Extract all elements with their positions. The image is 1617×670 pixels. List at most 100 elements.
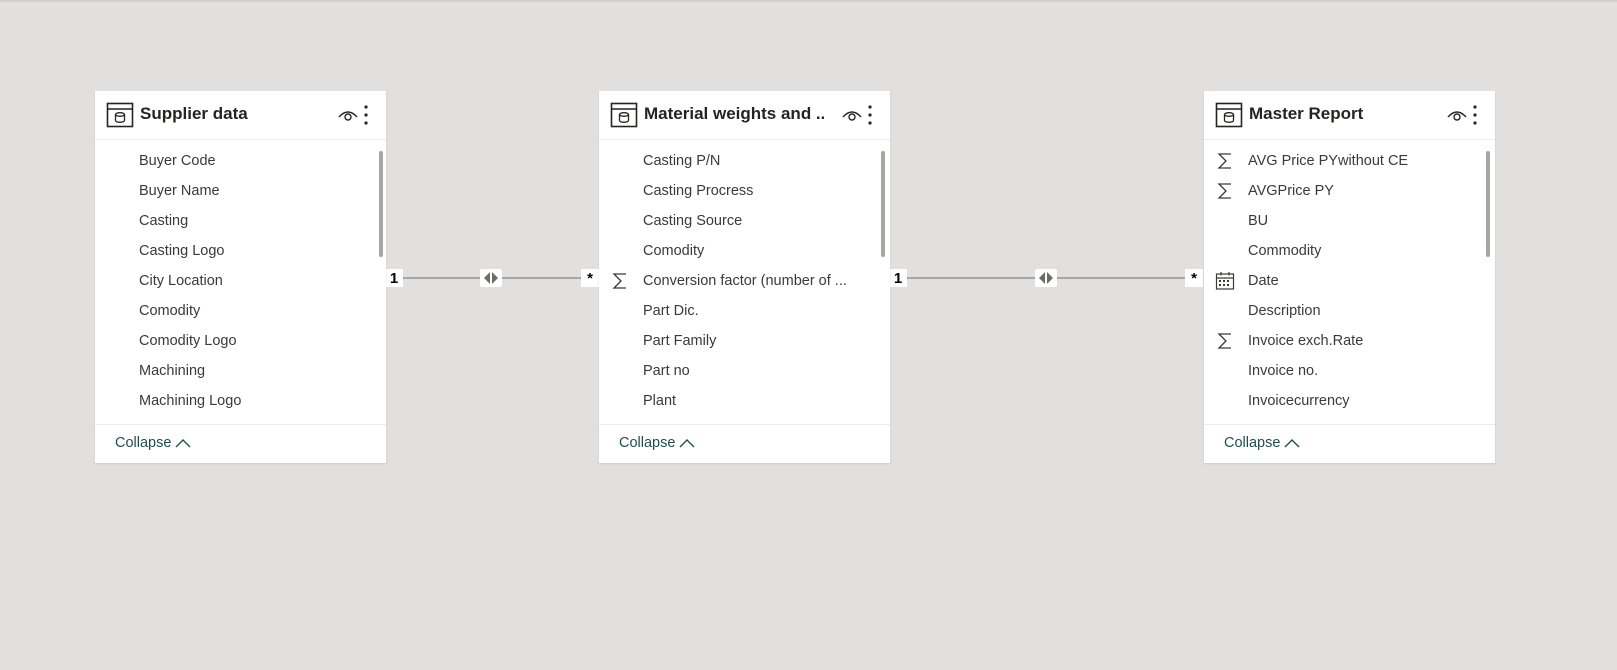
field-row[interactable]: Invoice exch.Rate (1204, 326, 1495, 356)
field-row[interactable]: Invoice no. (1204, 356, 1495, 386)
more-options-icon[interactable] (1470, 104, 1480, 126)
field-row[interactable]: Part no (599, 356, 890, 386)
chevron-up-icon (175, 439, 191, 448)
field-label: Casting (139, 213, 189, 229)
field-row[interactable]: Comodity (95, 296, 386, 326)
chevron-up-icon (679, 439, 695, 448)
table-card-master-report[interactable]: Master Report AVG Price PYwithout CE AVG… (1204, 91, 1495, 463)
field-row[interactable]: Casting Procress (599, 176, 890, 206)
table-icon (610, 102, 638, 128)
field-row[interactable]: Casting (95, 206, 386, 236)
more-options-icon[interactable] (865, 104, 875, 126)
field-list: Casting P/N Casting Procress Casting Sou… (599, 146, 890, 416)
cardinality-one-badge: 1 (889, 269, 907, 287)
field-list: AVG Price PYwithout CE AVGPrice PY BU Co… (1204, 146, 1495, 416)
field-label: Part Family (643, 333, 717, 349)
cardinality-one-badge: 1 (385, 269, 403, 287)
card-footer: Collapse (95, 424, 386, 464)
table-card-material-weights[interactable]: Material weights and ... Casting P/N Cas… (599, 91, 890, 463)
eye-icon[interactable] (338, 107, 358, 123)
field-label: AVGPrice PY (1248, 183, 1334, 199)
field-label: Casting P/N (643, 153, 721, 169)
cardinality-many-badge: * (1185, 269, 1203, 287)
field-row[interactable]: Casting Logo (95, 236, 386, 266)
field-label: Conversion factor (number of ... (643, 273, 847, 289)
field-label: Casting Procress (643, 183, 754, 199)
field-label: Invoice exch.Rate (1248, 333, 1364, 349)
field-row[interactable]: Part Family (599, 326, 890, 356)
bidirectional-filter-icon[interactable] (1035, 269, 1057, 287)
field-row[interactable]: Invoicecurrency (1204, 386, 1495, 416)
field-row[interactable]: Date (1204, 266, 1495, 296)
sigma-icon (1217, 153, 1231, 169)
table-title: Material weights and ... (644, 104, 824, 123)
chevron-up-icon (1284, 439, 1300, 448)
sigma-icon (1217, 333, 1231, 349)
field-label: Casting Source (643, 213, 743, 229)
field-list: Buyer Code Buyer Name Casting Casting Lo… (95, 146, 386, 416)
field-row[interactable]: Commodity (1204, 236, 1495, 266)
card-header[interactable]: Supplier data (95, 91, 386, 140)
field-row[interactable]: Casting Source (599, 206, 890, 236)
field-row[interactable]: Description (1204, 296, 1495, 326)
top-divider (0, 0, 1617, 2)
field-row[interactable]: BU (1204, 206, 1495, 236)
field-row[interactable]: Comodity (599, 236, 890, 266)
collapse-button[interactable]: Collapse (1224, 435, 1300, 451)
collapse-label: Collapse (619, 435, 676, 451)
table-icon (106, 102, 134, 128)
collapse-label: Collapse (1224, 435, 1281, 451)
eye-icon[interactable] (842, 107, 862, 123)
field-label: Casting Logo (139, 243, 225, 259)
collapse-button[interactable]: Collapse (619, 435, 695, 451)
field-row[interactable]: Part Dic. (599, 296, 890, 326)
field-row[interactable]: Machining Logo (95, 386, 386, 416)
field-label: Comodity (139, 303, 201, 319)
field-label: Part Dic. (643, 303, 699, 319)
field-label: Description (1248, 303, 1321, 319)
field-label: BU (1248, 213, 1269, 229)
scrollbar[interactable] (379, 151, 383, 257)
eye-icon[interactable] (1447, 107, 1467, 123)
field-label: Comodity Logo (139, 333, 237, 349)
field-row[interactable]: Conversion factor (number of ... (599, 266, 890, 296)
field-label: Part no (643, 363, 690, 379)
field-label: Machining Logo (139, 393, 242, 409)
table-icon (1215, 102, 1243, 128)
scrollbar[interactable] (1486, 151, 1490, 257)
table-title: Master Report (1249, 104, 1364, 123)
field-row[interactable]: Casting P/N (599, 146, 890, 176)
field-label: Commodity (1248, 243, 1322, 259)
field-label: Date (1248, 273, 1279, 289)
field-row[interactable]: Comodity Logo (95, 326, 386, 356)
field-row[interactable]: Buyer Code (95, 146, 386, 176)
card-header[interactable]: Material weights and ... (599, 91, 890, 140)
field-label: Comodity (643, 243, 705, 259)
sigma-icon (1217, 183, 1231, 199)
more-options-icon[interactable] (361, 104, 371, 126)
card-footer: Collapse (599, 424, 890, 464)
field-row[interactable]: AVGPrice PY (1204, 176, 1495, 206)
table-card-supplier-data[interactable]: Supplier data Buyer Code Buyer Name Cast… (95, 91, 386, 463)
card-header[interactable]: Master Report (1204, 91, 1495, 140)
field-row[interactable]: City Location (95, 266, 386, 296)
card-footer: Collapse (1204, 424, 1495, 464)
field-row[interactable]: Buyer Name (95, 176, 386, 206)
field-row[interactable]: AVG Price PYwithout CE (1204, 146, 1495, 176)
field-label: Buyer Code (139, 153, 216, 169)
field-label: City Location (139, 273, 223, 289)
field-row[interactable]: Machining (95, 356, 386, 386)
field-label: Plant (643, 393, 677, 409)
collapse-button[interactable]: Collapse (115, 435, 191, 451)
table-title: Supplier data (140, 104, 248, 123)
calendar-icon (1215, 272, 1235, 290)
field-label: Machining (139, 363, 206, 379)
field-label: Buyer Name (139, 183, 220, 199)
field-label: Invoicecurrency (1248, 393, 1350, 409)
field-row[interactable]: Plant (599, 386, 890, 416)
bidirectional-filter-icon[interactable] (480, 269, 502, 287)
cardinality-many-badge: * (581, 269, 599, 287)
field-label: AVG Price PYwithout CE (1248, 153, 1409, 169)
sigma-icon (612, 273, 626, 289)
scrollbar[interactable] (881, 151, 885, 257)
